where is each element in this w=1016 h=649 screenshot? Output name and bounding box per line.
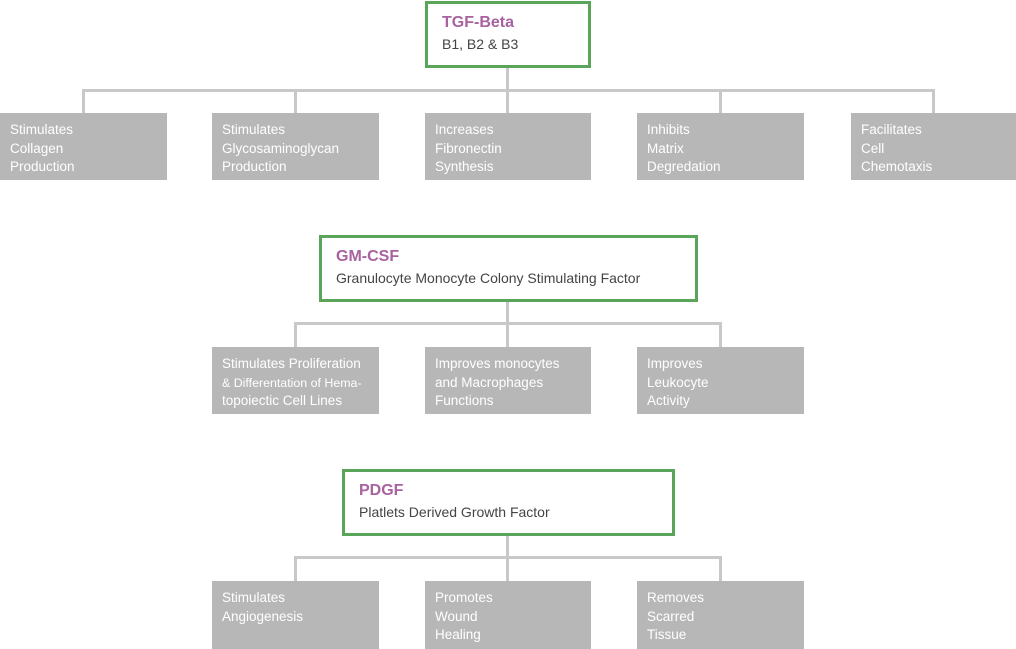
leaf-line: Improves — [647, 356, 703, 371]
tgf-child-fibronectin: Increases Fibronectin Synthesis — [425, 113, 591, 180]
pdgf-stem — [506, 535, 509, 559]
gmcsf-child-proliferation: Stimulates Proliferation & Differentatio… — [212, 347, 379, 414]
tgf-child-chemotaxis: Facilitates Cell Chemotaxis — [851, 113, 1016, 180]
leaf-line: Stimulates — [222, 122, 286, 137]
leaf-line: Stimulates — [10, 122, 74, 137]
leaf-line: Scarred — [647, 608, 695, 624]
leaf-line: Improves monocytes — [435, 356, 560, 371]
tgf-beta-subtitle: B1, B2 & B3 — [442, 36, 519, 52]
tgf-child-matrix: Inhibits Matrix Degredation — [637, 113, 804, 180]
leaf-line: Activity — [647, 393, 690, 409]
leaf-line: Functions — [435, 393, 494, 409]
tgf-drop-4 — [719, 89, 722, 113]
pdgf-drop-1 — [294, 556, 297, 581]
pdgf-child-angiogenesis: Stimulates Angiogenesis — [212, 581, 379, 649]
leaf-line: Cell — [861, 140, 885, 156]
gmcsf-drop-3 — [719, 322, 722, 347]
leaf-line: Tissue — [647, 627, 687, 643]
pdgf-title: PDGF — [359, 482, 404, 499]
tgf-beta-header: TGF-Beta B1, B2 & B3 — [425, 1, 591, 68]
gmcsf-child-monocytes: Improves monocytes and Macrophages Funct… — [425, 347, 591, 414]
leaf-line: Inhibits — [647, 122, 690, 137]
tgf-drop-1 — [82, 89, 85, 113]
leaf-line: Angiogenesis — [222, 608, 304, 624]
pdgf-subtitle: Platlets Derived Growth Factor — [359, 504, 550, 520]
gmcsf-drop-1 — [294, 322, 297, 347]
leaf-line: Collagen — [10, 140, 64, 156]
leaf-line: Facilitates — [861, 122, 922, 137]
tgf-drop-3 — [506, 89, 509, 113]
leaf-line: Stimulates Proliferation — [222, 356, 361, 371]
gm-csf-header: GM-CSF Granulocyte Monocyte Colony Stimu… — [319, 235, 698, 302]
leaf-line: Increases — [435, 122, 494, 137]
leaf-line: Healing — [435, 627, 481, 643]
pdgf-drop-3 — [719, 556, 722, 581]
tgf-drop-5 — [932, 89, 935, 113]
leaf-line: Chemotaxis — [861, 159, 933, 175]
leaf-line: and Macrophages — [435, 374, 544, 390]
gm-csf-subtitle: Granulocyte Monocyte Colony Stimulating … — [336, 270, 641, 286]
leaf-line: Synthesis — [435, 159, 494, 175]
gm-csf-title: GM-CSF — [336, 248, 400, 265]
tgf-child-glycosaminoglycan: Stimulates Glycosaminoglycan Production — [212, 113, 379, 180]
gmcsf-drop-2 — [506, 322, 509, 347]
leaf-line: Promotes — [435, 590, 493, 605]
leaf-line: topoiectic Cell Lines — [222, 393, 343, 409]
leaf-line: Matrix — [647, 140, 684, 156]
tgf-drop-2 — [294, 89, 297, 113]
pdgf-child-wound-healing: Promotes Wound Healing — [425, 581, 591, 649]
leaf-line: Stimulates — [222, 590, 286, 605]
leaf-line: Degredation — [647, 159, 721, 175]
leaf-line: Production — [10, 159, 75, 175]
pdgf-header: PDGF Platlets Derived Growth Factor — [342, 469, 675, 536]
pdgf-child-scarred-tissue: Removes Scarred Tissue — [637, 581, 804, 649]
tgf-child-collagen: Stimulates Collagen Production — [0, 113, 167, 180]
leaf-line: Leukocyte — [647, 374, 709, 390]
tgf-stem — [506, 67, 509, 91]
tgf-beta-title: TGF-Beta — [442, 14, 514, 31]
leaf-line: & Differentation of Hema- — [222, 375, 362, 390]
gmcsf-child-leukocyte: Improves Leukocyte Activity — [637, 347, 804, 414]
leaf-line: Production — [222, 159, 287, 175]
leaf-line: Glycosaminoglycan — [222, 140, 340, 156]
gmcsf-stem — [506, 301, 509, 325]
leaf-line: Fibronectin — [435, 140, 502, 156]
pdgf-drop-2 — [506, 556, 509, 581]
leaf-line: Removes — [647, 590, 705, 605]
leaf-line: Wound — [435, 608, 478, 624]
